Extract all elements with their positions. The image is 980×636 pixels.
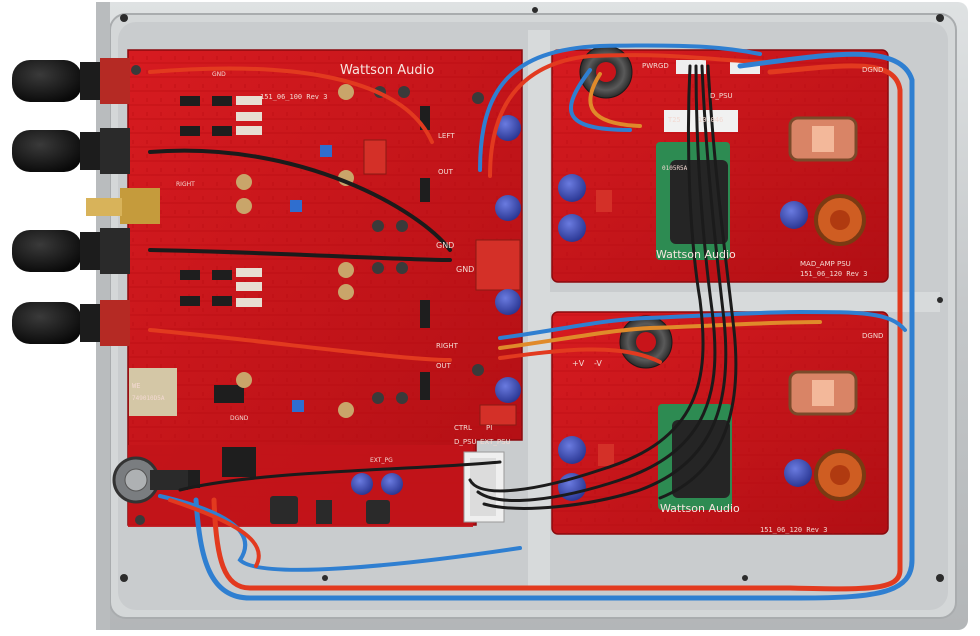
label-ext-psu: EXT_PSU <box>480 438 511 446</box>
label-ctrl: CTRL <box>454 424 472 432</box>
label-we: WE <box>132 382 140 390</box>
label-out: OUT <box>438 168 454 176</box>
wiring <box>148 43 915 601</box>
psu-top-part-number: 151_06_120 Rev 3 <box>800 270 867 278</box>
psu-bottom-v-minus: -V <box>594 359 602 368</box>
label-pi: PI <box>486 424 492 432</box>
main-board-logo: Wattson Audio <box>340 63 434 78</box>
main-amplifier-board <box>127 49 523 527</box>
label-left-out: LEFT <box>438 132 455 140</box>
label-gnd-mid: GND <box>436 241 454 250</box>
psu-top-chip2: 10.046 <box>698 116 723 124</box>
psu-bottom-part-number: 151_06_120 Rev 3 <box>760 526 827 534</box>
psu-bottom-dgnd: DGND <box>862 332 883 340</box>
psu-top-dpsu: D_PSU <box>710 92 733 100</box>
xlr-jacks <box>12 58 188 504</box>
main-board-part-number: 151_06_100 Rev 3 <box>260 93 327 101</box>
label-gnd-top: GND <box>212 71 226 78</box>
psu-top-pwrgd: PWRGD <box>642 62 669 70</box>
label-gnd-mid2: GND <box>456 265 474 274</box>
psu-bottom-logo: Wattson Audio <box>660 502 740 515</box>
label-dgnd: DGND <box>230 415 249 422</box>
label-chip-code: 749010D5A <box>132 395 165 402</box>
psu-top-chip: T25 <box>668 116 681 124</box>
label-right-in: RIGHT <box>176 181 195 188</box>
label-right-mid: RIGHT <box>436 342 459 350</box>
label-dpsu: D_PSU <box>454 438 477 446</box>
silkscreen-labels: Wattson Audio 151_06_100 Rev 3 GND RIGHT… <box>132 62 883 534</box>
psu-top-model: MAD_AMP PSU <box>800 260 851 268</box>
psu-top-logo: Wattson Audio <box>656 248 736 261</box>
psu-bottom-v-plus: +V <box>572 359 585 368</box>
psu-top-code: 0105R5A <box>662 165 688 172</box>
label-ext-pg: EXT_PG <box>370 457 393 464</box>
label-out-low: OUT <box>436 362 452 370</box>
psu-top-dgnd: DGND <box>862 66 883 74</box>
